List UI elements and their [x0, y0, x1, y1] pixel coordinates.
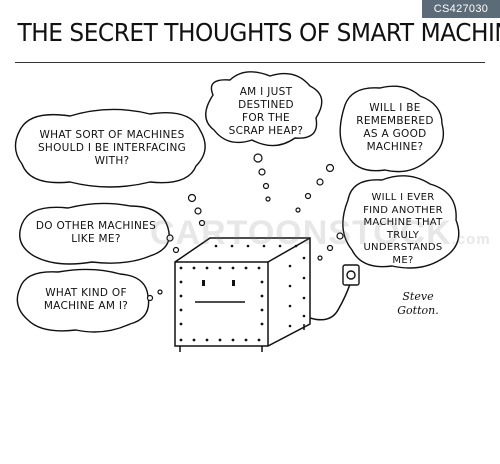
bubble-text-what-kind: WHAT KIND OF MACHINE AM I? [43, 287, 129, 312]
bubble-text-understands: WILL I EVER FIND ANOTHER MACHINE THAT TR… [363, 192, 443, 266]
bubble-text-remembered: WILL I BE REMEMBERED AS A GOOD MACHINE? [356, 102, 434, 153]
thought-trail-dots [146, 153, 344, 302]
artist-signature: Steve Gotton. [397, 290, 439, 317]
machine-eyes [202, 280, 235, 286]
cartoon-title: THE SECRET THOUGHTS OF SMART MACHINES [17, 18, 500, 47]
cartoonstock-watermark: CARTOONSTOCK.com [150, 214, 491, 252]
bubble-text-scrap-heap: AM I JUST DESTINED FOR THE SCRAP HEAP? [228, 86, 304, 137]
wall-socket [342, 264, 360, 286]
thought-bubble-scrap-heap [205, 71, 323, 147]
thought-bubble-like-me [19, 202, 170, 265]
machine-box [174, 237, 311, 352]
power-cable [309, 283, 351, 321]
thought-bubble-remembered [339, 85, 445, 173]
machine-rivets [179, 244, 306, 342]
thought-bubble-what-kind [16, 268, 150, 333]
thought-bubble-understands [342, 175, 460, 269]
title-rule [15, 62, 485, 63]
bubble-text-like-me: DO OTHER MACHINES LIKE ME? [35, 220, 157, 245]
cartoon-id-badge: CS427030 [422, 0, 500, 18]
bubble-text-interfacing: WHAT SORT OF MACHINES SHOULD I BE INTERF… [37, 129, 187, 167]
thought-bubble-interfacing [14, 108, 206, 188]
